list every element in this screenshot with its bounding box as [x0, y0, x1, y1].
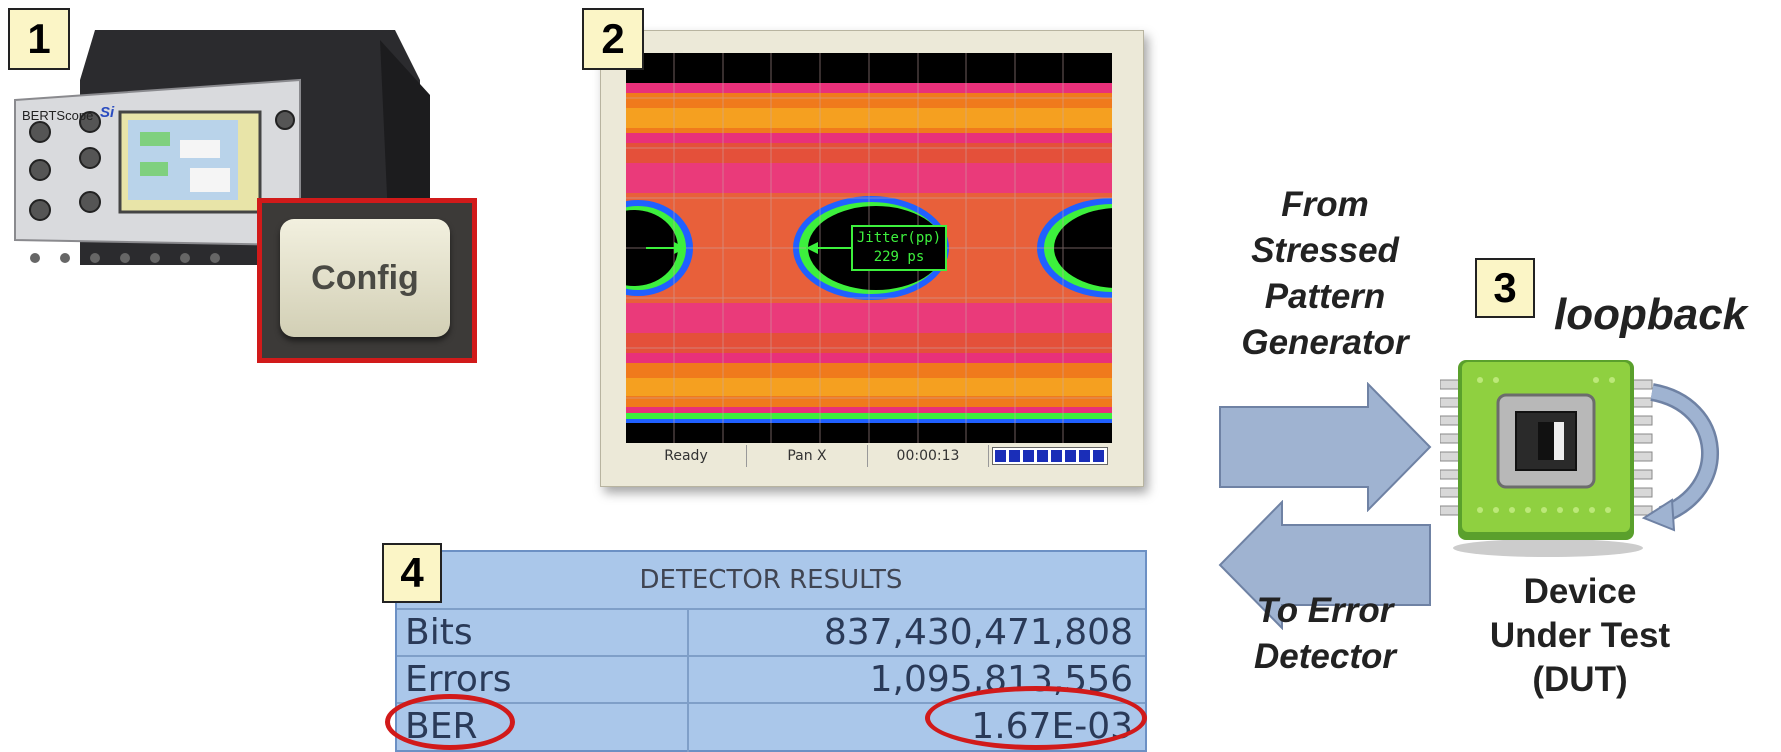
- eye-diagram-plot: Jitter(pp) 229 ps: [626, 53, 1112, 443]
- eye-status-bar: Ready Pan X 00:00:13: [626, 445, 1112, 467]
- loopback-label: loopback: [1554, 290, 1748, 339]
- detector-results-title: DETECTOR RESULTS: [639, 565, 903, 595]
- jitter-value: 229 ps: [873, 249, 925, 265]
- step-badge-1: 1: [8, 8, 70, 70]
- dut-chip: [1440, 360, 1719, 557]
- row-name-bits: Bits: [405, 612, 473, 653]
- table-row: Errors 1,095,813,556: [397, 655, 1145, 702]
- ber-value-highlight: [925, 686, 1147, 750]
- jitter-readout: Jitter(pp) 229 ps: [851, 225, 947, 271]
- eye-diagram-window: Jitter(pp) 229 ps Ready Pan X 00:00:13: [600, 30, 1144, 487]
- to-detector-label: To Error Detector: [1254, 591, 1396, 676]
- status-progress-bar: [992, 447, 1108, 465]
- arrow-to-dut: [1219, 382, 1432, 512]
- to-dut-label: From Stressed Pattern Generator: [1241, 185, 1409, 362]
- status-elapsed-time: 00:00:13: [868, 445, 989, 467]
- config-key-label: Config: [311, 258, 419, 297]
- detector-table-divider: [687, 608, 689, 752]
- step-badge-2: 2: [582, 8, 644, 70]
- bertscope-instrument: [14, 30, 430, 265]
- status-ready: Ready: [626, 445, 747, 467]
- dut-name-label: Device Under Test (DUT): [1489, 572, 1671, 699]
- config-key-highlight: Config: [257, 198, 477, 363]
- instrument-brand-label: BERTScope: [22, 108, 94, 123]
- ber-label-highlight: [385, 694, 515, 750]
- config-key[interactable]: Config: [280, 219, 450, 337]
- jitter-label: Jitter(pp): [856, 230, 942, 246]
- instrument-brand-suffix: Si: [100, 104, 115, 121]
- row-name-errors: Errors: [405, 659, 512, 700]
- step-badge-4: 4: [382, 543, 442, 603]
- table-row: Bits 837,430,471,808: [397, 608, 1145, 655]
- row-value-bits: 837,430,471,808: [823, 612, 1133, 653]
- step-badge-3: 3: [1475, 258, 1535, 318]
- arrow-to-detector: [1218, 500, 1431, 630]
- status-mode: Pan X: [747, 445, 868, 467]
- instrument-panel: BERTScope Si Config: [0, 0, 480, 363]
